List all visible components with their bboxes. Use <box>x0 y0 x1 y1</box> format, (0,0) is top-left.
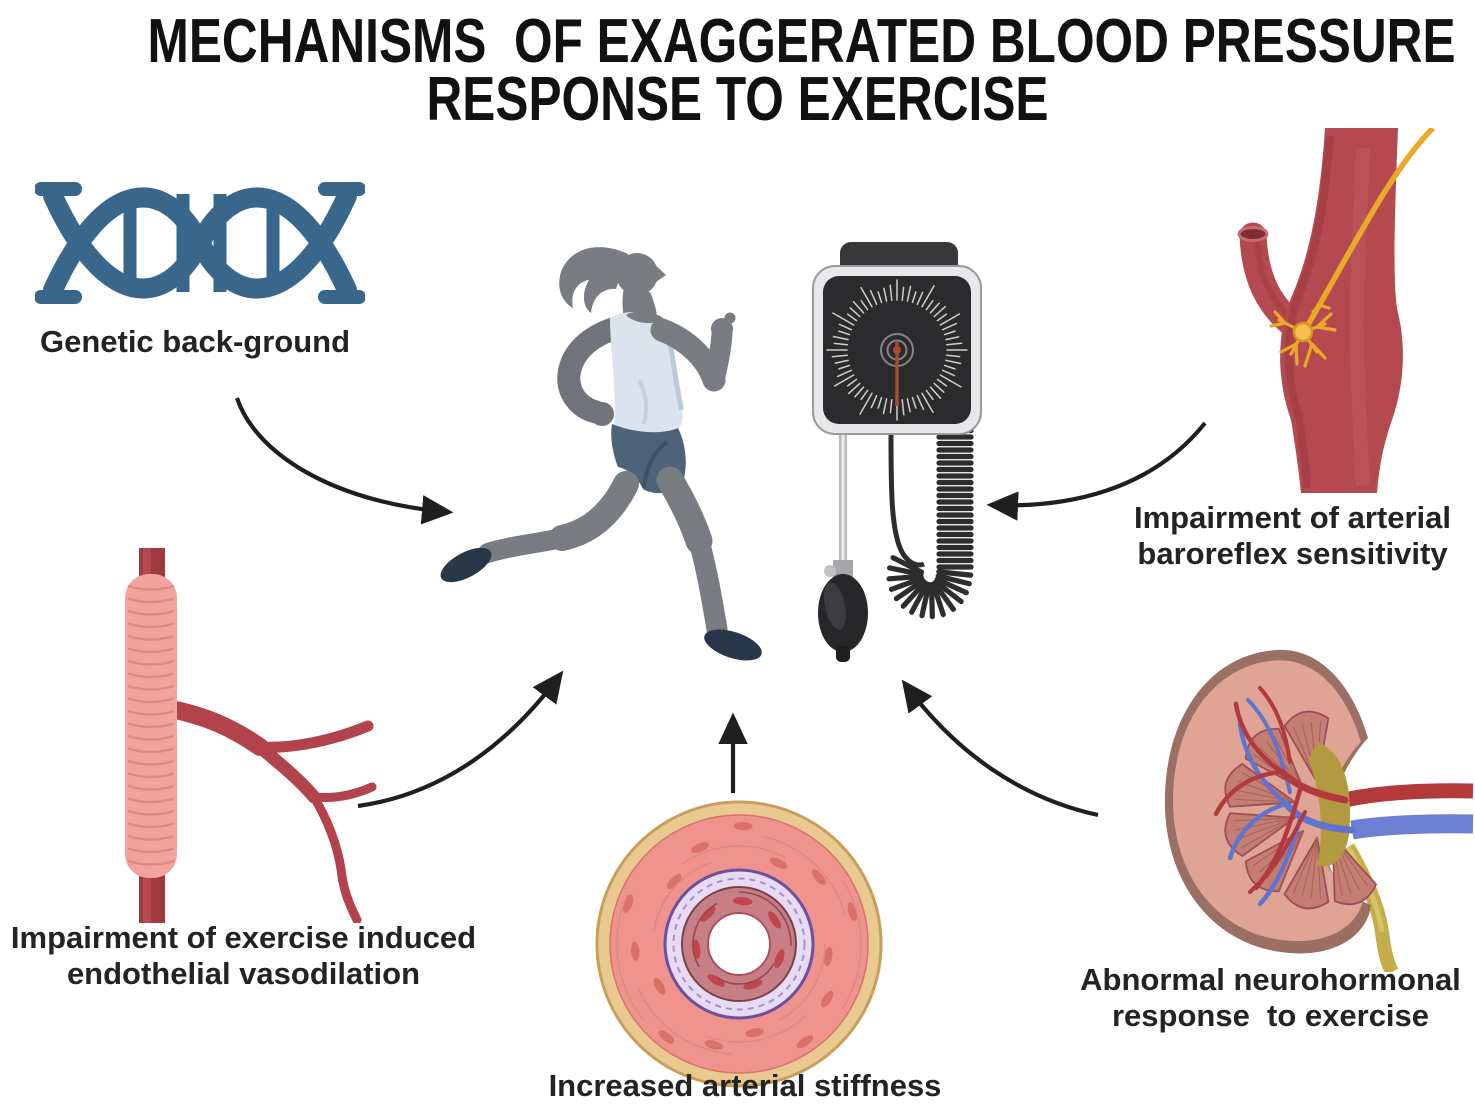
figure-title-line1: MECHANISMS OF EXAGGERATED BLOOD PRESSURE <box>147 7 1456 76</box>
figure-title-line2: RESPONSE TO EXERCISE <box>426 65 1049 134</box>
arrow-endothelial-to-runner <box>357 670 564 809</box>
label-stiffness: Increased arterial stiffness <box>548 1068 942 1103</box>
running-woman-icon <box>440 247 762 661</box>
label-genetic: Genetic back-ground <box>39 324 351 359</box>
arrow-genetic-to-runner <box>235 397 454 525</box>
arrow-neurohormonal-to-monitor <box>901 679 1099 818</box>
arrow-baroreflex-to-monitor <box>986 421 1207 521</box>
blood-pressure-gauge-icon <box>812 242 982 662</box>
label-endothelial: Impairment of exercise induced endotheli… <box>10 920 477 991</box>
dna-helix-icon <box>35 182 365 304</box>
carotid-baroreceptor-icon <box>1237 128 1435 493</box>
label-neurohormonal: Abnormal neurohormonal response to exerc… <box>1080 962 1461 1033</box>
kidney-icon <box>1164 649 1474 972</box>
label-baroreflex: Impairment of arterial baroreflex sensit… <box>1134 500 1451 571</box>
artery-cross-section-icon <box>595 800 883 1088</box>
blood-vessel-branch-icon <box>125 548 377 923</box>
